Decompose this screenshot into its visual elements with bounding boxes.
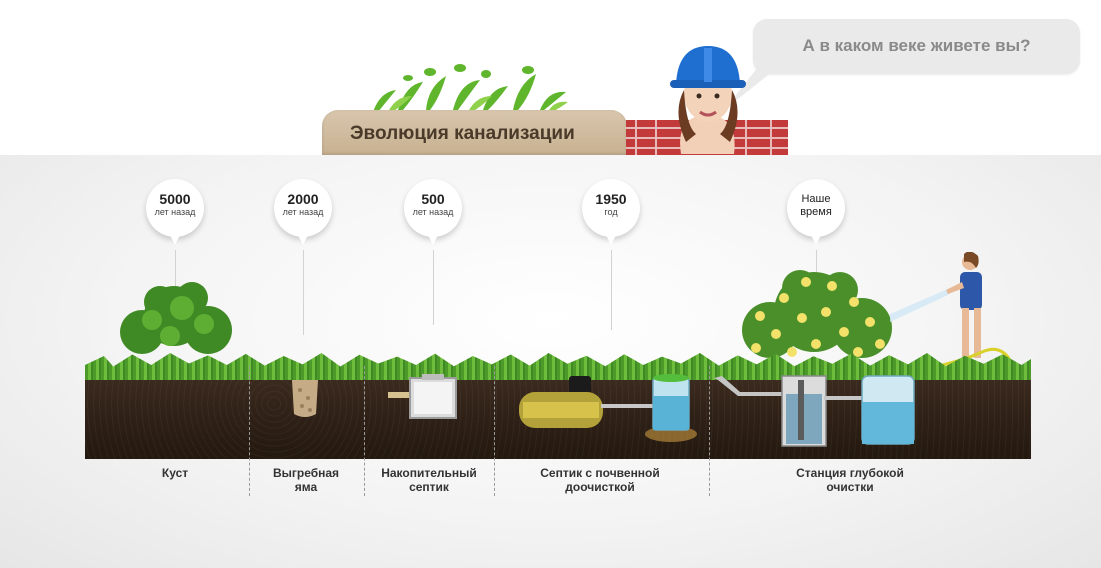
speech-bubble: А в каком веке живете вы? bbox=[753, 19, 1080, 74]
treatment-station-icon bbox=[714, 375, 915, 447]
stage-label-3: Накопительный септик bbox=[370, 466, 488, 494]
woman-builder-icon bbox=[626, 46, 788, 155]
timeline-marker-5: Наше время bbox=[787, 179, 845, 251]
speech-text: А в каком веке живете вы? bbox=[802, 36, 1031, 55]
timeline-marker-1: 5000 лет назад bbox=[146, 179, 204, 251]
marker-year: 500 bbox=[421, 191, 445, 207]
label-line: Выгребная bbox=[272, 466, 340, 480]
label-line: яма bbox=[294, 480, 318, 494]
label-line: Накопительный bbox=[381, 466, 477, 480]
speech-tail-icon bbox=[724, 62, 772, 110]
marker-line-2: время bbox=[800, 206, 832, 218]
label-line: Станция глубокой bbox=[796, 466, 904, 480]
label-line: очистки bbox=[826, 480, 874, 494]
marker-stem bbox=[433, 250, 434, 325]
storage-tank-icon bbox=[388, 374, 457, 419]
marker-year: 5000 bbox=[159, 191, 191, 207]
flower-bush-icon bbox=[742, 270, 892, 358]
label-line: доочисткой bbox=[565, 480, 635, 494]
section-divider bbox=[249, 366, 250, 496]
marker-unit: лет назад bbox=[282, 207, 324, 217]
bush-icon bbox=[120, 282, 232, 354]
marker-line-1: Наше bbox=[801, 193, 831, 205]
title-plate: Эволюция канализации bbox=[322, 110, 627, 155]
section-divider bbox=[709, 366, 710, 496]
marker-unit: лет назад bbox=[154, 207, 196, 217]
septic-tank-icon bbox=[519, 374, 697, 442]
label-line: Куст bbox=[161, 466, 189, 480]
label-line: септик bbox=[409, 480, 449, 494]
leaves-icon bbox=[373, 64, 568, 112]
label-line: Септик с почвенной bbox=[540, 466, 660, 480]
marker-unit: лет назад bbox=[412, 207, 454, 217]
section-divider bbox=[494, 366, 495, 496]
stage-label-1: Куст bbox=[130, 466, 220, 480]
marker-year: 1950 bbox=[595, 191, 627, 207]
marker-stem bbox=[303, 250, 304, 335]
marker-stem bbox=[816, 250, 817, 280]
marker-year: 2000 bbox=[287, 191, 319, 207]
stage-label-2: Выгребная яма bbox=[258, 466, 354, 494]
timeline-marker-3: 500 лет назад bbox=[404, 179, 462, 251]
marker-stem bbox=[175, 250, 176, 310]
section-divider bbox=[364, 366, 365, 496]
marker-unit: год bbox=[604, 207, 618, 217]
marker-stem bbox=[611, 250, 612, 330]
timeline-marker-2: 2000 лет назад bbox=[274, 179, 332, 251]
page-title: Эволюция канализации bbox=[350, 123, 575, 144]
pit-icon bbox=[292, 380, 318, 417]
stage-label-4: Септик с почвенной доочисткой bbox=[520, 466, 680, 494]
timeline-marker-4: 1950 год bbox=[582, 179, 640, 251]
stage-label-5: Станция глубокой очистки bbox=[770, 466, 930, 494]
